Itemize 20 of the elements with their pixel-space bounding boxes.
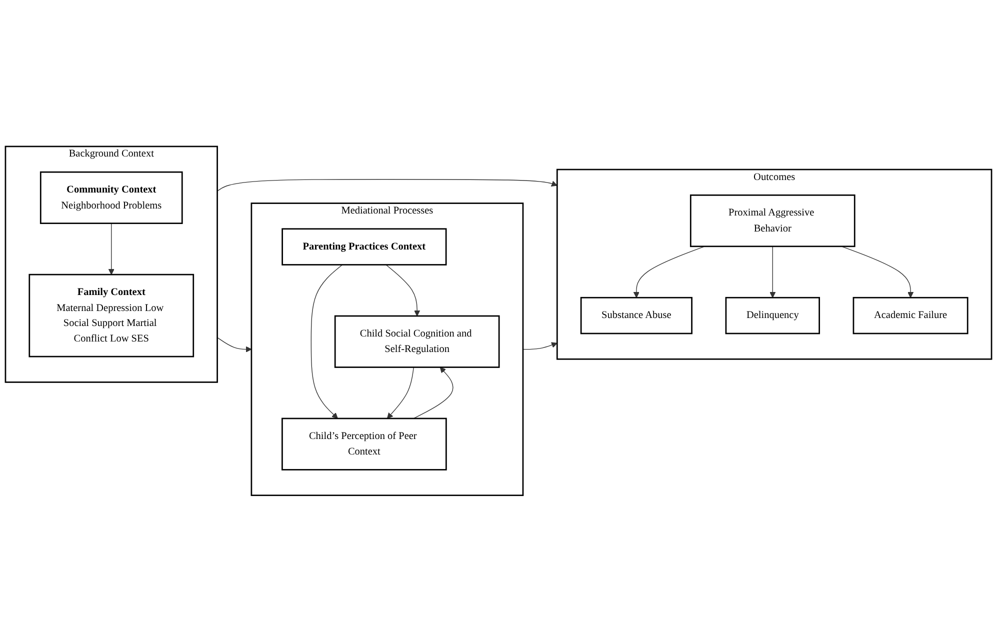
arrow — [216, 336, 252, 352]
node-box: Academic Failure — [852, 296, 968, 334]
arrow — [216, 178, 558, 192]
node-box: Child Social Cognition and Self-Regulation — [334, 314, 500, 368]
node-box: Family Context Maternal Depression Low Social Support Martial Conflict Low SES — [28, 273, 194, 357]
arrow — [841, 246, 914, 298]
node-box: Proximal Aggressive Behavior — [690, 194, 856, 247]
node-box: Parenting Practices Context — [282, 228, 447, 266]
node-box: Delinquency — [725, 296, 820, 334]
arrow — [386, 366, 414, 418]
node-box: Community Context Neighborhood Problems — [40, 171, 183, 224]
arrow — [386, 264, 420, 316]
arrow — [413, 366, 454, 418]
arrow — [633, 246, 705, 298]
node-box: Substance Abuse — [580, 296, 692, 334]
node-box: Child’s Perception of Peer Context — [282, 417, 447, 470]
arrow — [522, 342, 558, 350]
arrow — [310, 264, 343, 418]
arrow — [108, 222, 114, 274]
arrow — [770, 246, 776, 298]
